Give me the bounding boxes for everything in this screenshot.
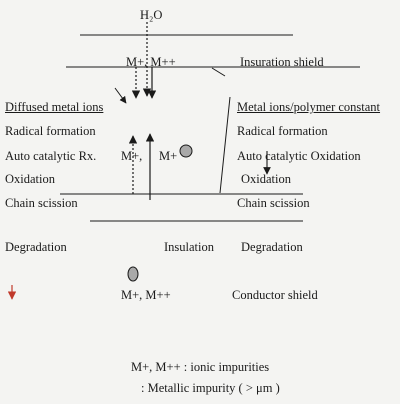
legend-metallic: : Metallic impurity ( > μm ) [141,381,280,395]
legend-ionic: M+, M++ : ionic impurities [131,360,270,374]
right-boundary-line [219,96,231,194]
bottom-center-insulation: Insulation [164,240,214,254]
lower-ions-label: M+, M++ [121,288,171,302]
bottom-left-degradation: Degradation [5,240,67,254]
diffusion-arrow [114,87,127,104]
left-step-3: Oxidation [5,172,55,186]
metallic-impurity-lower [127,266,139,282]
bottom-right-degradation: Degradation [241,240,303,254]
insulation-shield-label: Insuration shield [240,55,324,69]
shield-tick [211,67,226,77]
left-step-2: Auto catalytic Rx. [5,149,97,163]
right-step-1: Radical formation [237,124,328,138]
left-step-1: Radical formation [5,124,96,138]
center-ions-label-2: M+ [159,149,178,163]
right-step-2: Auto catalytic Oxidation [237,149,361,163]
conductor-shield-label: Conductor shield [232,288,318,302]
top-ions-label: M+, M++ [126,55,176,69]
right-heading: Metal ions/polymer constant [237,100,381,114]
left-heading: Diffused metal ions [5,100,104,114]
left-step-4: Chain scission [5,196,78,210]
metallic-impurity-center [179,144,193,158]
center-ions-label: M+, [121,149,143,163]
right-step-4: Chain scission [237,196,310,210]
right-step-3: Oxidation [241,172,291,186]
water-label: H₂O [140,8,163,22]
